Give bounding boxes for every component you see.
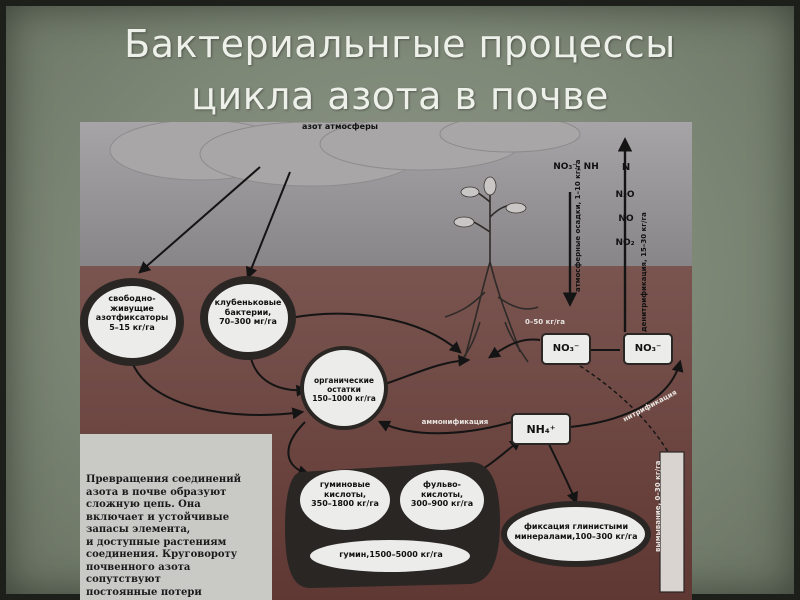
organic-line-1: органические остатки [313,376,375,394]
node-no3-b [623,333,673,365]
gas-n2-label: N [621,162,631,173]
free-living-label: свободно- живущие азотфиксаторы 5–15 кг/… [92,294,172,332]
humic-line-3: 350–1800 кг/га [311,499,379,509]
cloud [109,122,581,187]
caption-text: Превращения соединений азота в почве обр… [86,474,242,598]
clay-label: фиксация глинистыми минералами,100–300 к… [510,522,642,541]
nh4-label: NH₄⁺ [526,423,556,436]
node-clay [501,501,651,567]
arrow-no3-to-leaching [579,365,669,453]
node-fulvic [400,470,484,530]
fulvic-line-2: кислоты, [420,489,464,499]
clay-line-1: фиксация глинистыми [523,522,629,531]
organic-line-2: 150–1000 кг/га [312,394,376,403]
fulvic-line-3: 300–900 кг/га [410,499,474,509]
arrow-nh4-to-organic [377,420,513,435]
humin-label: гумин,1500–5000 кг/га [339,550,443,559]
arrow-cloud-to-free-living [138,166,261,274]
diagram-canvas [80,122,692,600]
humic-line-2: кислоты, [323,489,367,499]
nitrogen-cycle-diagram: азот атмосферы свободно- живущие азотфик… [80,122,692,600]
ammonification-label: аммонификация [421,418,489,426]
fulvic-label: фульво- кислоты, 300–900 кг/га [402,480,482,509]
nodule-line-2: бактерии, [224,307,272,317]
humic-label: гуминовые кислоты, 350–1800 кг/га [305,480,385,509]
gas-no-label: NO [618,214,634,224]
free-living-line-2: живущие [110,303,154,313]
fulvic-line-1: фульво- [423,480,461,489]
arrow-nh4-to-clay [547,441,579,505]
caption-box: Превращения соединений азота в почве обр… [80,434,272,600]
arrow-nh4-to-no3 [569,359,684,428]
plant-leaves [453,176,527,228]
arrow-organic-to-plant [384,354,471,385]
arrow-organic-to-humus [287,421,311,477]
gas-no2-label: NO₂ [615,238,635,248]
uptake-label: 0–50 кг/га [525,318,565,326]
arrow-nodule-to-plant [289,312,462,354]
arrow-no3-to-plant [488,338,541,359]
node-no3-a [541,333,591,365]
precipitation-label: атмосферные осадки, 1–10 кг/га [574,159,582,293]
free-living-line-1: свободно- [108,294,156,303]
organic-label: органические остатки 150–1000 кг/га [300,376,388,403]
node-nh4 [511,413,571,445]
node-organic [300,346,388,430]
leaching-label: вымывание, 0–30 кг/га [654,460,662,552]
node-free-living [80,278,184,366]
arrow-free-living-to-organic [131,361,305,420]
slide-title-line-1: Бактериальнгые процессы [124,22,676,66]
nodule-line-3: 70–300 мг/га [219,317,277,327]
node-humin [310,540,470,572]
nodule-line-1: клубеньковые [214,298,282,307]
free-living-line-3: азотфиксаторы [95,313,169,323]
leaching-column [659,451,685,593]
plant-icon [444,189,539,363]
gas-top-label: NO₃⁻, NH [553,162,599,172]
arrow-nodule-to-organic [249,353,309,397]
node-humic [300,470,390,530]
node-nodule [200,276,296,360]
humic-line-1: гуминовые [319,480,371,489]
gas-n2o-label: N₂O [615,190,635,200]
free-living-line-4: 5–15 кг/га [109,322,155,332]
no3-a-label: NO₃⁻ [552,343,580,354]
nodule-label: клубеньковые бактерии, 70–300 мг/га [208,298,288,327]
atmosphere-label: азот атмосферы [301,122,379,131]
denitrification-label: денитрификация, 15–30 кг/га [640,212,648,332]
no3-b-label: NO₃⁻ [634,343,662,354]
slide-title-line-2: цикла азота в почве [191,74,609,118]
arrow-cloud-to-nodule [245,171,291,280]
clay-line-2: минералами,100–300 кг/га [514,531,638,541]
